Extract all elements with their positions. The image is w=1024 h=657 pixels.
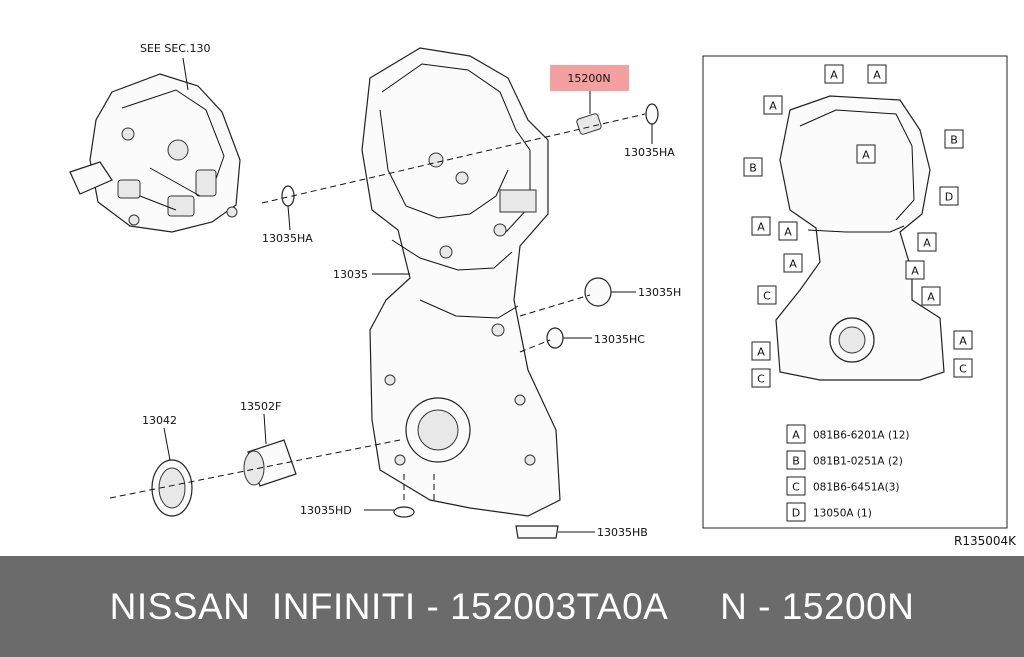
legend-key-b: B [786, 450, 806, 470]
legend-key-b-letter: B [792, 455, 800, 468]
footer-part-text: NISSAN INFINITI - 152003TA0A N - 15200N [109, 585, 915, 627]
callout-15200n[interactable]: 15200N [567, 72, 610, 85]
bolt-box-b-4: B [743, 157, 763, 177]
bolt-box-a-0-letter: A [830, 69, 838, 82]
bolt-box-a-15: A [751, 341, 771, 361]
callout-13035h[interactable]: 13035H [638, 286, 681, 299]
bolt-box-c-16-letter: C [757, 373, 765, 386]
callout-13035hb[interactable]: 13035HB [597, 526, 648, 539]
sensor-part [576, 90, 602, 135]
bolt-box-a-11: A [905, 260, 925, 280]
legend-key-d-letter: D [792, 507, 800, 520]
callout-13035hc[interactable]: 13035HC [594, 333, 645, 346]
bolt-box-b-3-letter: B [950, 134, 958, 147]
parts-diagram: SEE SEC.130 [69, 42, 1017, 548]
legend-key-d: D [786, 502, 806, 522]
callout-13042[interactable]: 13042 [142, 414, 177, 427]
bolt-box-a-0: A [824, 64, 844, 84]
o-ring-13035ha-right [645, 103, 659, 125]
detail-cover-drawing [775, 95, 945, 381]
bolt-box-a-2: A [763, 95, 783, 115]
callout-13035ha-left[interactable]: 13035HA [262, 232, 313, 245]
callout-13035[interactable]: 13035 [333, 268, 368, 281]
bushing-13502f [243, 439, 297, 487]
reference-code: R135004K [954, 534, 1017, 548]
bolt-box-a-13-letter: A [927, 291, 935, 304]
oil-seal-13042 [151, 459, 193, 517]
legend-code-a: 081B6-6201A (12) [813, 430, 910, 442]
o-ring-13035hc [546, 327, 564, 349]
legend-code-b: 081B1-0251A (2) [813, 456, 903, 468]
bolt-box-a-5-letter: A [862, 149, 870, 162]
bolt-box-a-13: A [921, 286, 941, 306]
bolt-box-c-17-letter: C [959, 363, 967, 376]
legend-key-a-letter: A [792, 429, 800, 442]
bolt-box-d-6: D [939, 186, 959, 206]
bolt-box-a-1: A [867, 64, 887, 84]
legend-key-c: C [786, 476, 806, 496]
bolt-box-d-6-letter: D [945, 191, 953, 204]
bolt-box-b-3: B [944, 129, 964, 149]
footer-bar: NISSAN INFINITI - 152003TA0A N - 15200N [0, 556, 1024, 657]
highlight-box [550, 65, 629, 91]
see-sec-label: SEE SEC.130 [140, 42, 211, 55]
legend-code-c: 081B6-6451A(3) [813, 482, 900, 494]
bolt-box-a-9-letter: A [923, 237, 931, 250]
legend-key-c-letter: C [792, 481, 800, 494]
bolt-box-a-2-letter: A [769, 100, 777, 113]
bolt-box-c-16: C [751, 368, 771, 388]
bolt-box-a-15-letter: A [757, 346, 765, 359]
fastener-legend: A 081B6-6201A (12) B 081B1-0251A (2) C 081B6-… [786, 424, 910, 522]
detail-panel [702, 55, 1008, 529]
o-ring-13035hd [393, 506, 415, 518]
bolt-box-a-9: A [917, 232, 937, 252]
bolt-box-a-7: A [751, 216, 771, 236]
legend-key-a: A [786, 424, 806, 444]
callout-13035ha-right[interactable]: 13035HA [624, 146, 675, 159]
front-cover-drawing [361, 47, 561, 517]
bolt-box-a-10: A [783, 253, 803, 273]
o-ring-13035h [584, 277, 612, 307]
callout-13502f[interactable]: 13502F [240, 400, 281, 413]
bolt-box-a-8-letter: A [784, 226, 792, 239]
bolt-box-b-4-letter: B [749, 162, 757, 175]
bolt-box-a-10-letter: A [789, 258, 797, 271]
bolt-box-a-5: A [856, 144, 876, 164]
bolt-box-a-11-letter: A [911, 265, 919, 278]
bolt-box-a-14-letter: A [959, 335, 967, 348]
callout-13035hd[interactable]: 13035HD [300, 504, 352, 517]
timing-assembly-drawing [69, 73, 241, 233]
bolt-box-c-12-letter: C [763, 290, 771, 303]
bolt-box-a-14: A [953, 330, 973, 350]
bolt-box-a-7-letter: A [757, 221, 765, 234]
bolt-box-a-8: A [778, 221, 798, 241]
seal-13035hb [515, 525, 559, 539]
legend-code-d: 13050A (1) [813, 508, 872, 520]
bolt-box-c-12: C [757, 285, 777, 305]
bolt-box-a-1-letter: A [873, 69, 881, 82]
bolt-box-c-17: C [953, 358, 973, 378]
